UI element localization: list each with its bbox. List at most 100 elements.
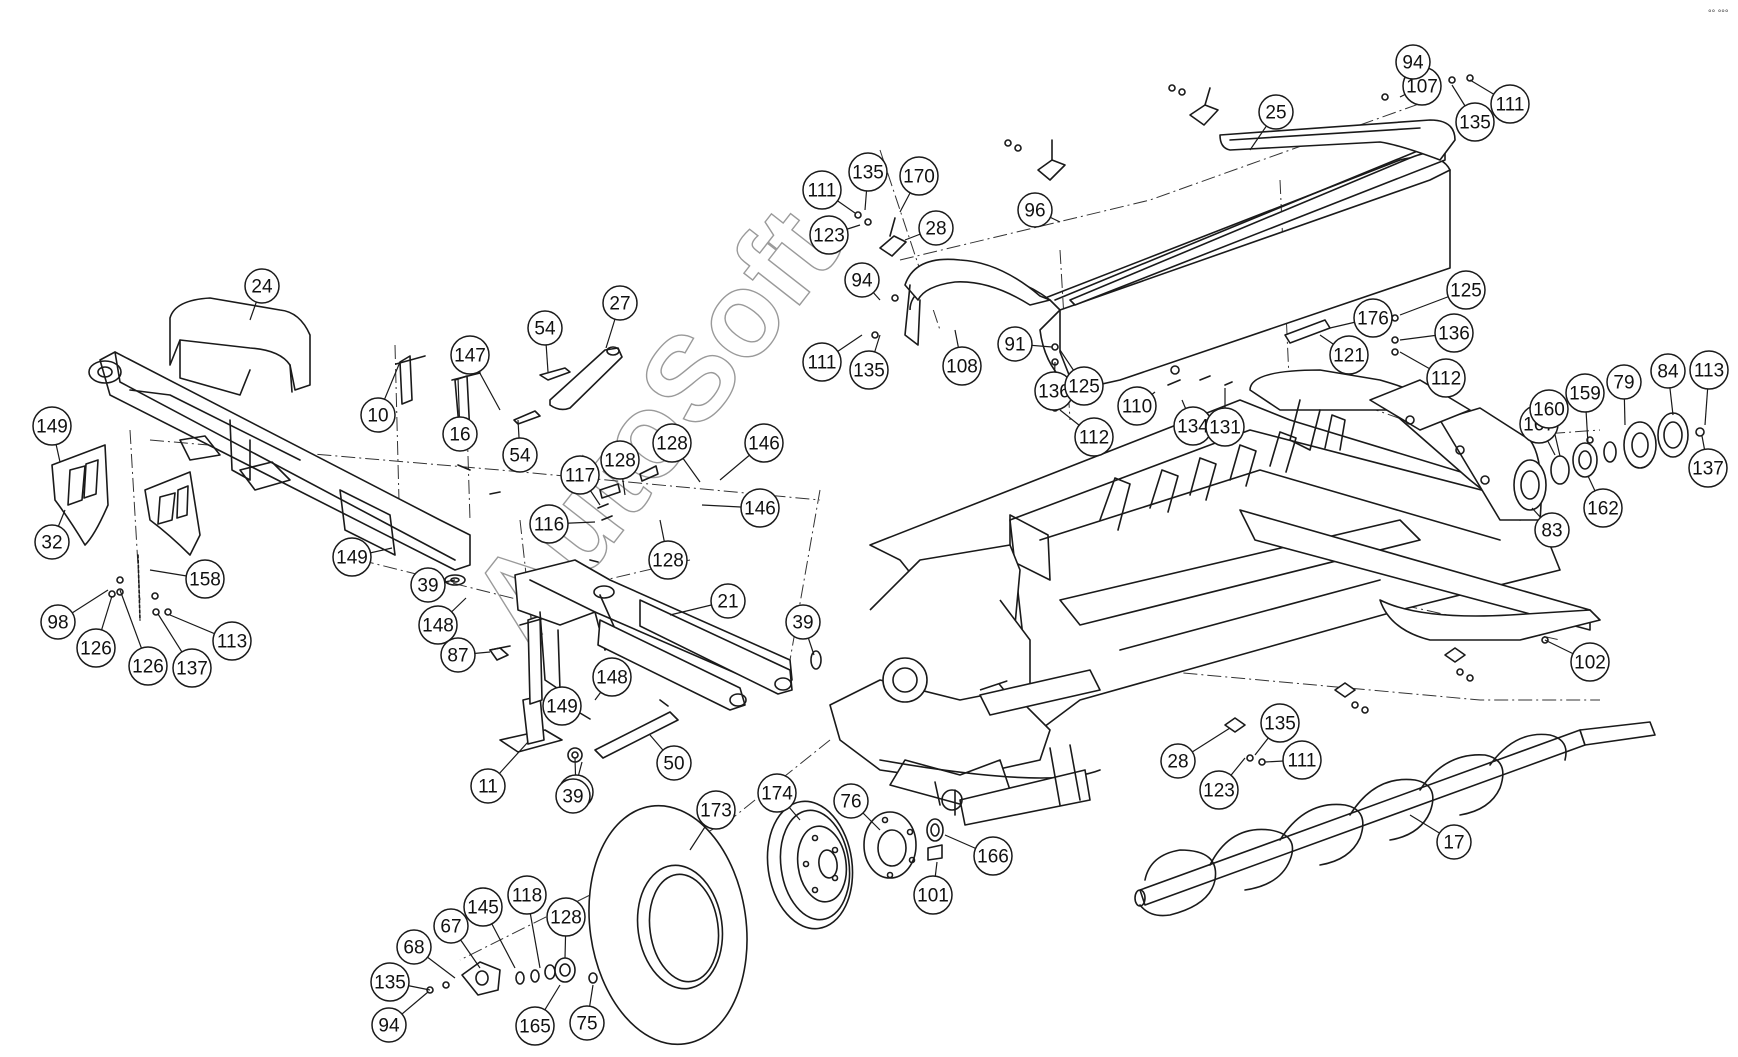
callout-number: 110 — [1122, 397, 1152, 418]
callout-number: 158 — [189, 570, 221, 591]
callout-128: 128 — [648, 540, 688, 580]
callout-circle — [507, 875, 547, 915]
callout-circle — [172, 648, 212, 688]
callout-54: 54 — [502, 437, 538, 473]
callout-149: 149 — [542, 686, 582, 726]
callout-149: 149 — [332, 537, 372, 577]
callout-149: 149 — [32, 406, 72, 446]
bolt-stack-158 — [108, 554, 172, 621]
callout-166: 166 — [973, 836, 1013, 876]
callout-circle — [244, 268, 280, 304]
drawbar-cover-part — [169, 297, 311, 396]
callout-28: 28 — [1160, 743, 1196, 779]
callout-circle — [1329, 335, 1369, 375]
callout-39: 39 — [785, 604, 821, 640]
callout-circle — [652, 423, 692, 463]
callout-101: 101 — [913, 875, 953, 915]
callout-circle — [1353, 298, 1393, 338]
jack-stand-part — [489, 615, 563, 753]
callout-25: 25 — [1258, 94, 1294, 130]
drawbar-part — [88, 351, 471, 571]
callout-circle — [1534, 512, 1570, 548]
callout-number: 79 — [1613, 373, 1634, 394]
callout-number: 10 — [367, 406, 388, 427]
callout-circle — [1688, 448, 1728, 488]
callout-16: 16 — [442, 416, 478, 452]
callout-91: 91 — [997, 326, 1033, 362]
callout-number: 108 — [946, 357, 978, 378]
callout-162: 162 — [1583, 488, 1623, 528]
callout-number: 39 — [417, 576, 438, 597]
callout-circle — [1434, 313, 1474, 353]
callout-number: 121 — [1333, 346, 1365, 367]
callout-84: 84 — [1650, 353, 1686, 389]
callout-circle — [396, 929, 432, 965]
callout-circle — [1490, 84, 1530, 124]
callout-123: 123 — [1199, 770, 1239, 810]
callout-110: 110 — [1117, 386, 1157, 426]
callout-number: 159 — [1569, 384, 1601, 405]
callout-number: 135 — [853, 361, 885, 382]
callout-number: 135 — [374, 973, 406, 994]
callout-circle — [785, 604, 821, 640]
callout-126: 126 — [76, 628, 116, 668]
callout-number: 148 — [422, 616, 454, 637]
callout-circle — [1570, 642, 1610, 682]
callout-148: 148 — [592, 657, 632, 697]
callout-135: 135 — [848, 152, 888, 192]
callout-number: 111 — [808, 181, 837, 202]
svg-text:AutoSoft: AutoSoft — [445, 184, 862, 666]
callout-number: 28 — [1167, 752, 1188, 773]
callout-number: 145 — [467, 898, 499, 919]
callout-108: 108 — [942, 346, 982, 386]
callout-number: 107 — [1406, 77, 1438, 98]
callout-circle — [569, 1005, 605, 1041]
callout-112: 112 — [1426, 358, 1466, 398]
callout-number: 113 — [1694, 361, 1724, 382]
callout-number: 98 — [47, 613, 68, 634]
callout-circle — [1205, 407, 1245, 447]
callout-circle — [710, 583, 746, 619]
callout-number: 111 — [1496, 95, 1525, 116]
callout-116: 116 — [529, 504, 569, 544]
callout-circle — [600, 440, 640, 480]
callout-number: 149 — [336, 548, 368, 569]
callout-number: 28 — [925, 219, 946, 240]
bracket-pair-part — [144, 471, 201, 556]
callout-circle — [913, 875, 953, 915]
callout-number: 128 — [604, 451, 636, 472]
callout-circle — [515, 1006, 555, 1046]
callout-circle — [844, 262, 880, 298]
callout-circle — [744, 423, 784, 463]
callout-circle — [440, 637, 476, 673]
callout-number: 39 — [792, 613, 813, 634]
callout-111: 111 — [1490, 84, 1530, 124]
callout-number: 83 — [1541, 521, 1562, 542]
callout-circle — [942, 346, 982, 386]
callout-circle — [371, 1007, 407, 1043]
callout-165: 165 — [515, 1006, 555, 1046]
callout-circle — [918, 210, 954, 246]
callout-circle — [555, 778, 591, 814]
callout-136: 136 — [1434, 313, 1474, 353]
callout-76: 76 — [833, 783, 869, 819]
callout-98: 98 — [40, 604, 76, 640]
callout-number: 94 — [378, 1016, 400, 1037]
callout-circle — [370, 962, 410, 1002]
callout-160: 160 — [1529, 389, 1569, 429]
callout-number: 27 — [609, 294, 630, 315]
callout-135: 135 — [1260, 703, 1300, 743]
callout-number: 112 — [1079, 428, 1109, 449]
callout-11: 11 — [470, 768, 506, 804]
callout-circle — [1282, 740, 1322, 780]
hub-part — [863, 811, 944, 879]
callout-number: 134 — [1177, 417, 1209, 438]
callout-circle — [1436, 824, 1472, 860]
callout-number: 148 — [596, 668, 628, 689]
callout-number: 128 — [656, 434, 688, 455]
callout-number: 113 — [217, 632, 247, 653]
callout-134: 134 — [1173, 406, 1213, 446]
callout-number: 125 — [1068, 377, 1100, 398]
tire-part — [588, 804, 748, 1046]
